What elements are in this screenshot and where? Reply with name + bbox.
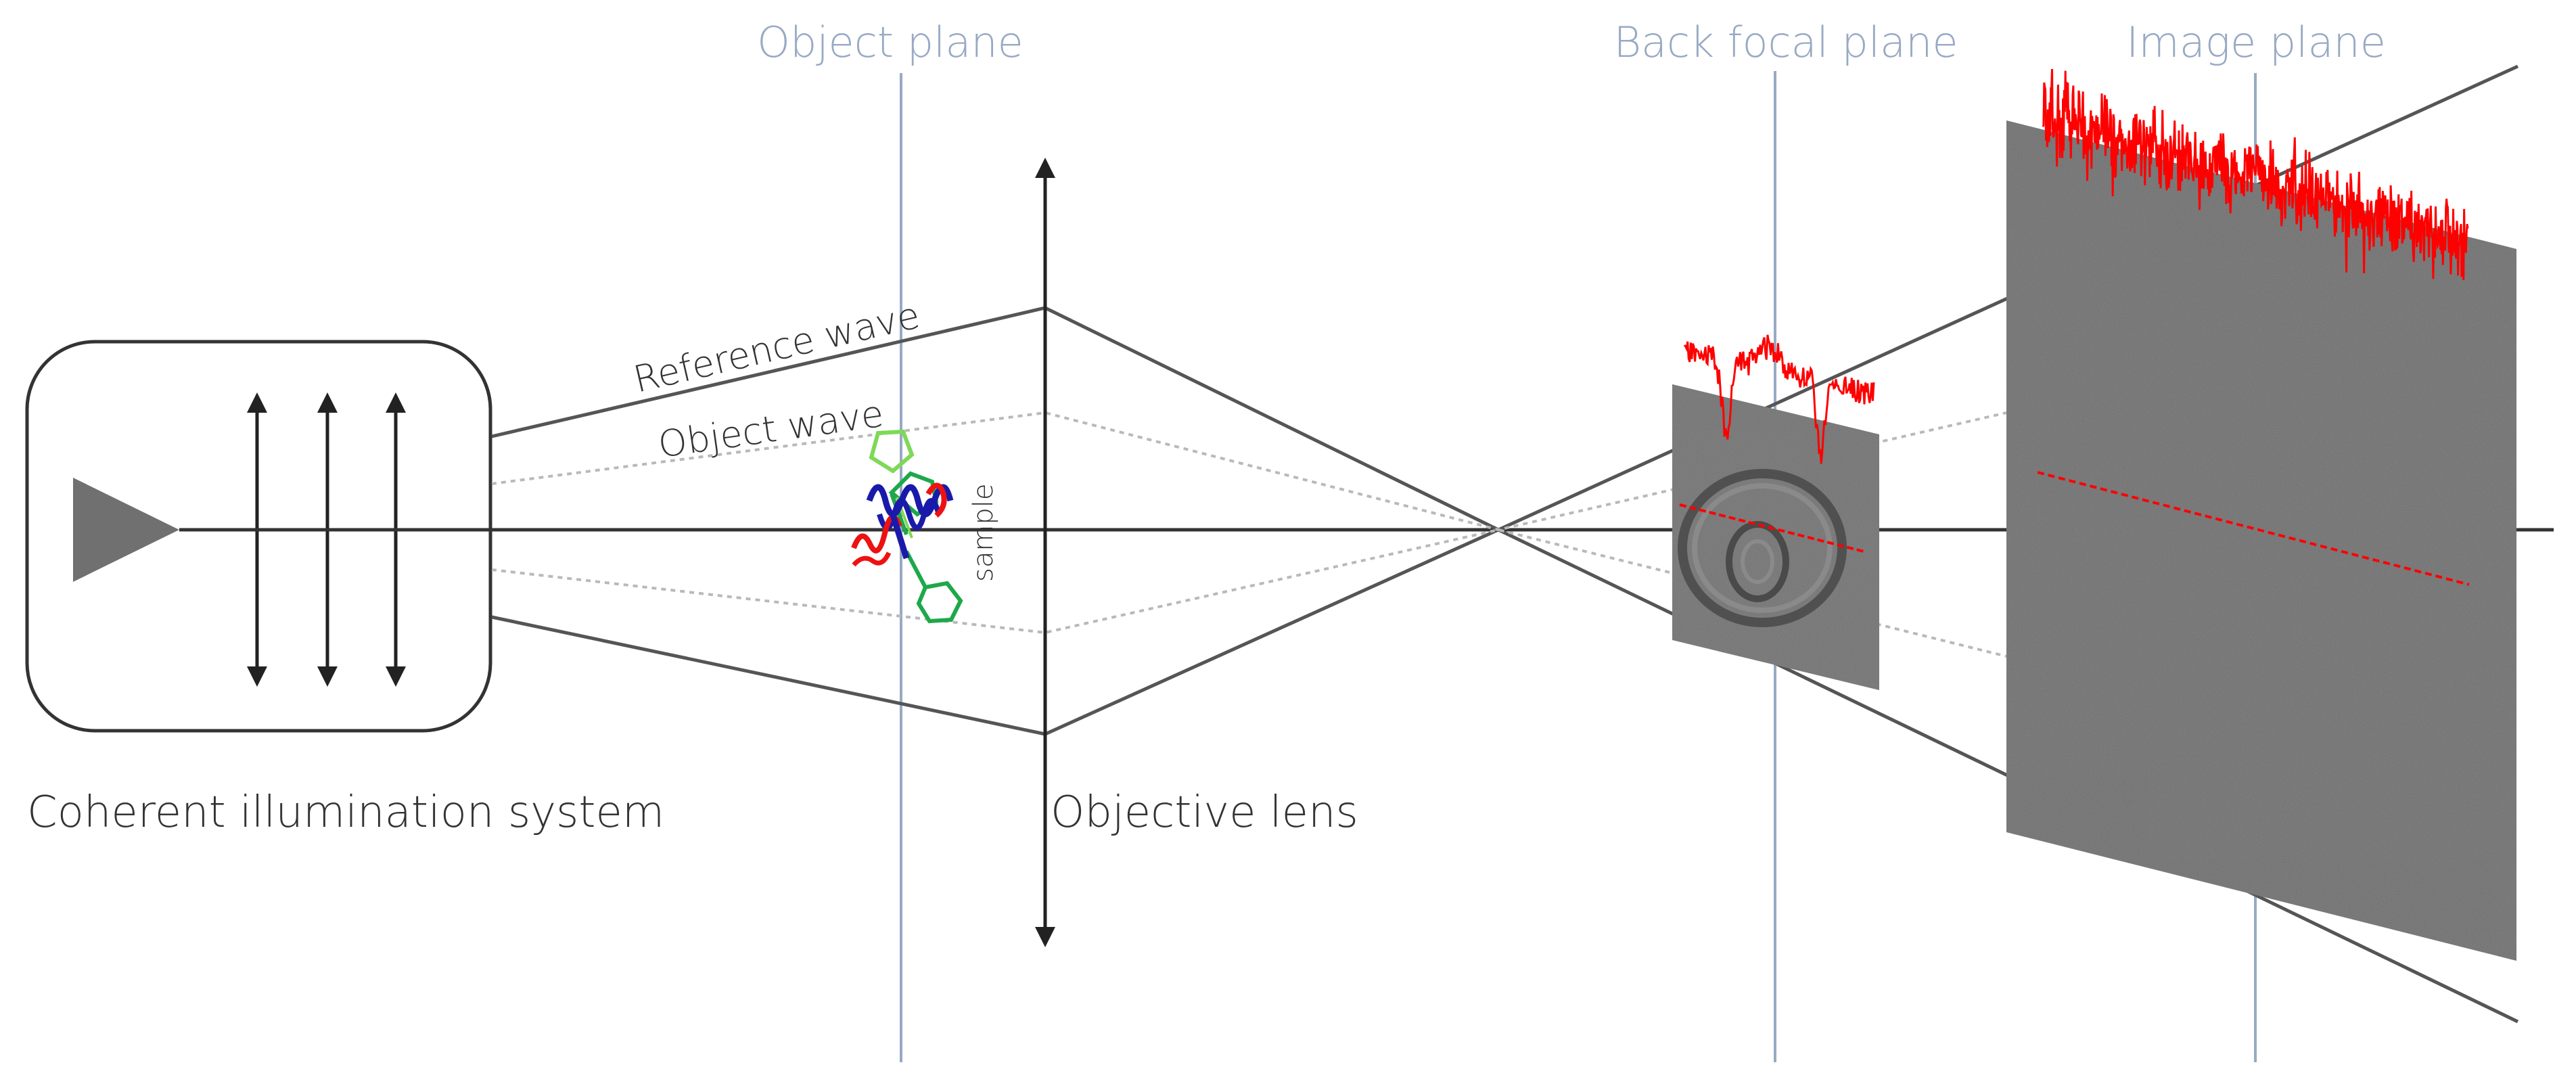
image-plane-label: Image plane — [2126, 18, 2386, 67]
back-focal-plane-screen — [1672, 334, 1879, 690]
image-plane-screen — [2006, 68, 2516, 961]
bfp-intensity-profile — [1683, 334, 1875, 464]
objective-lens-label: Objective lens — [1051, 788, 1358, 838]
triangle-source-icon — [73, 478, 179, 582]
bfp-profile-line — [1679, 503, 1864, 553]
object-wave-rays — [491, 411, 2007, 658]
image-profile-line — [2037, 471, 2470, 586]
object-wave-label: Object wave — [656, 392, 886, 466]
image-intensity-profile — [2042, 68, 2469, 280]
illumination-label: Coherent illumination system — [27, 788, 664, 838]
back-focal-plane-label: Back focal plane — [1613, 18, 1958, 67]
illumination-system — [25, 340, 492, 733]
object-plane-label: Object plane — [757, 18, 1024, 67]
sample-label: sample — [968, 484, 999, 582]
molecule-icon — [851, 429, 963, 624]
